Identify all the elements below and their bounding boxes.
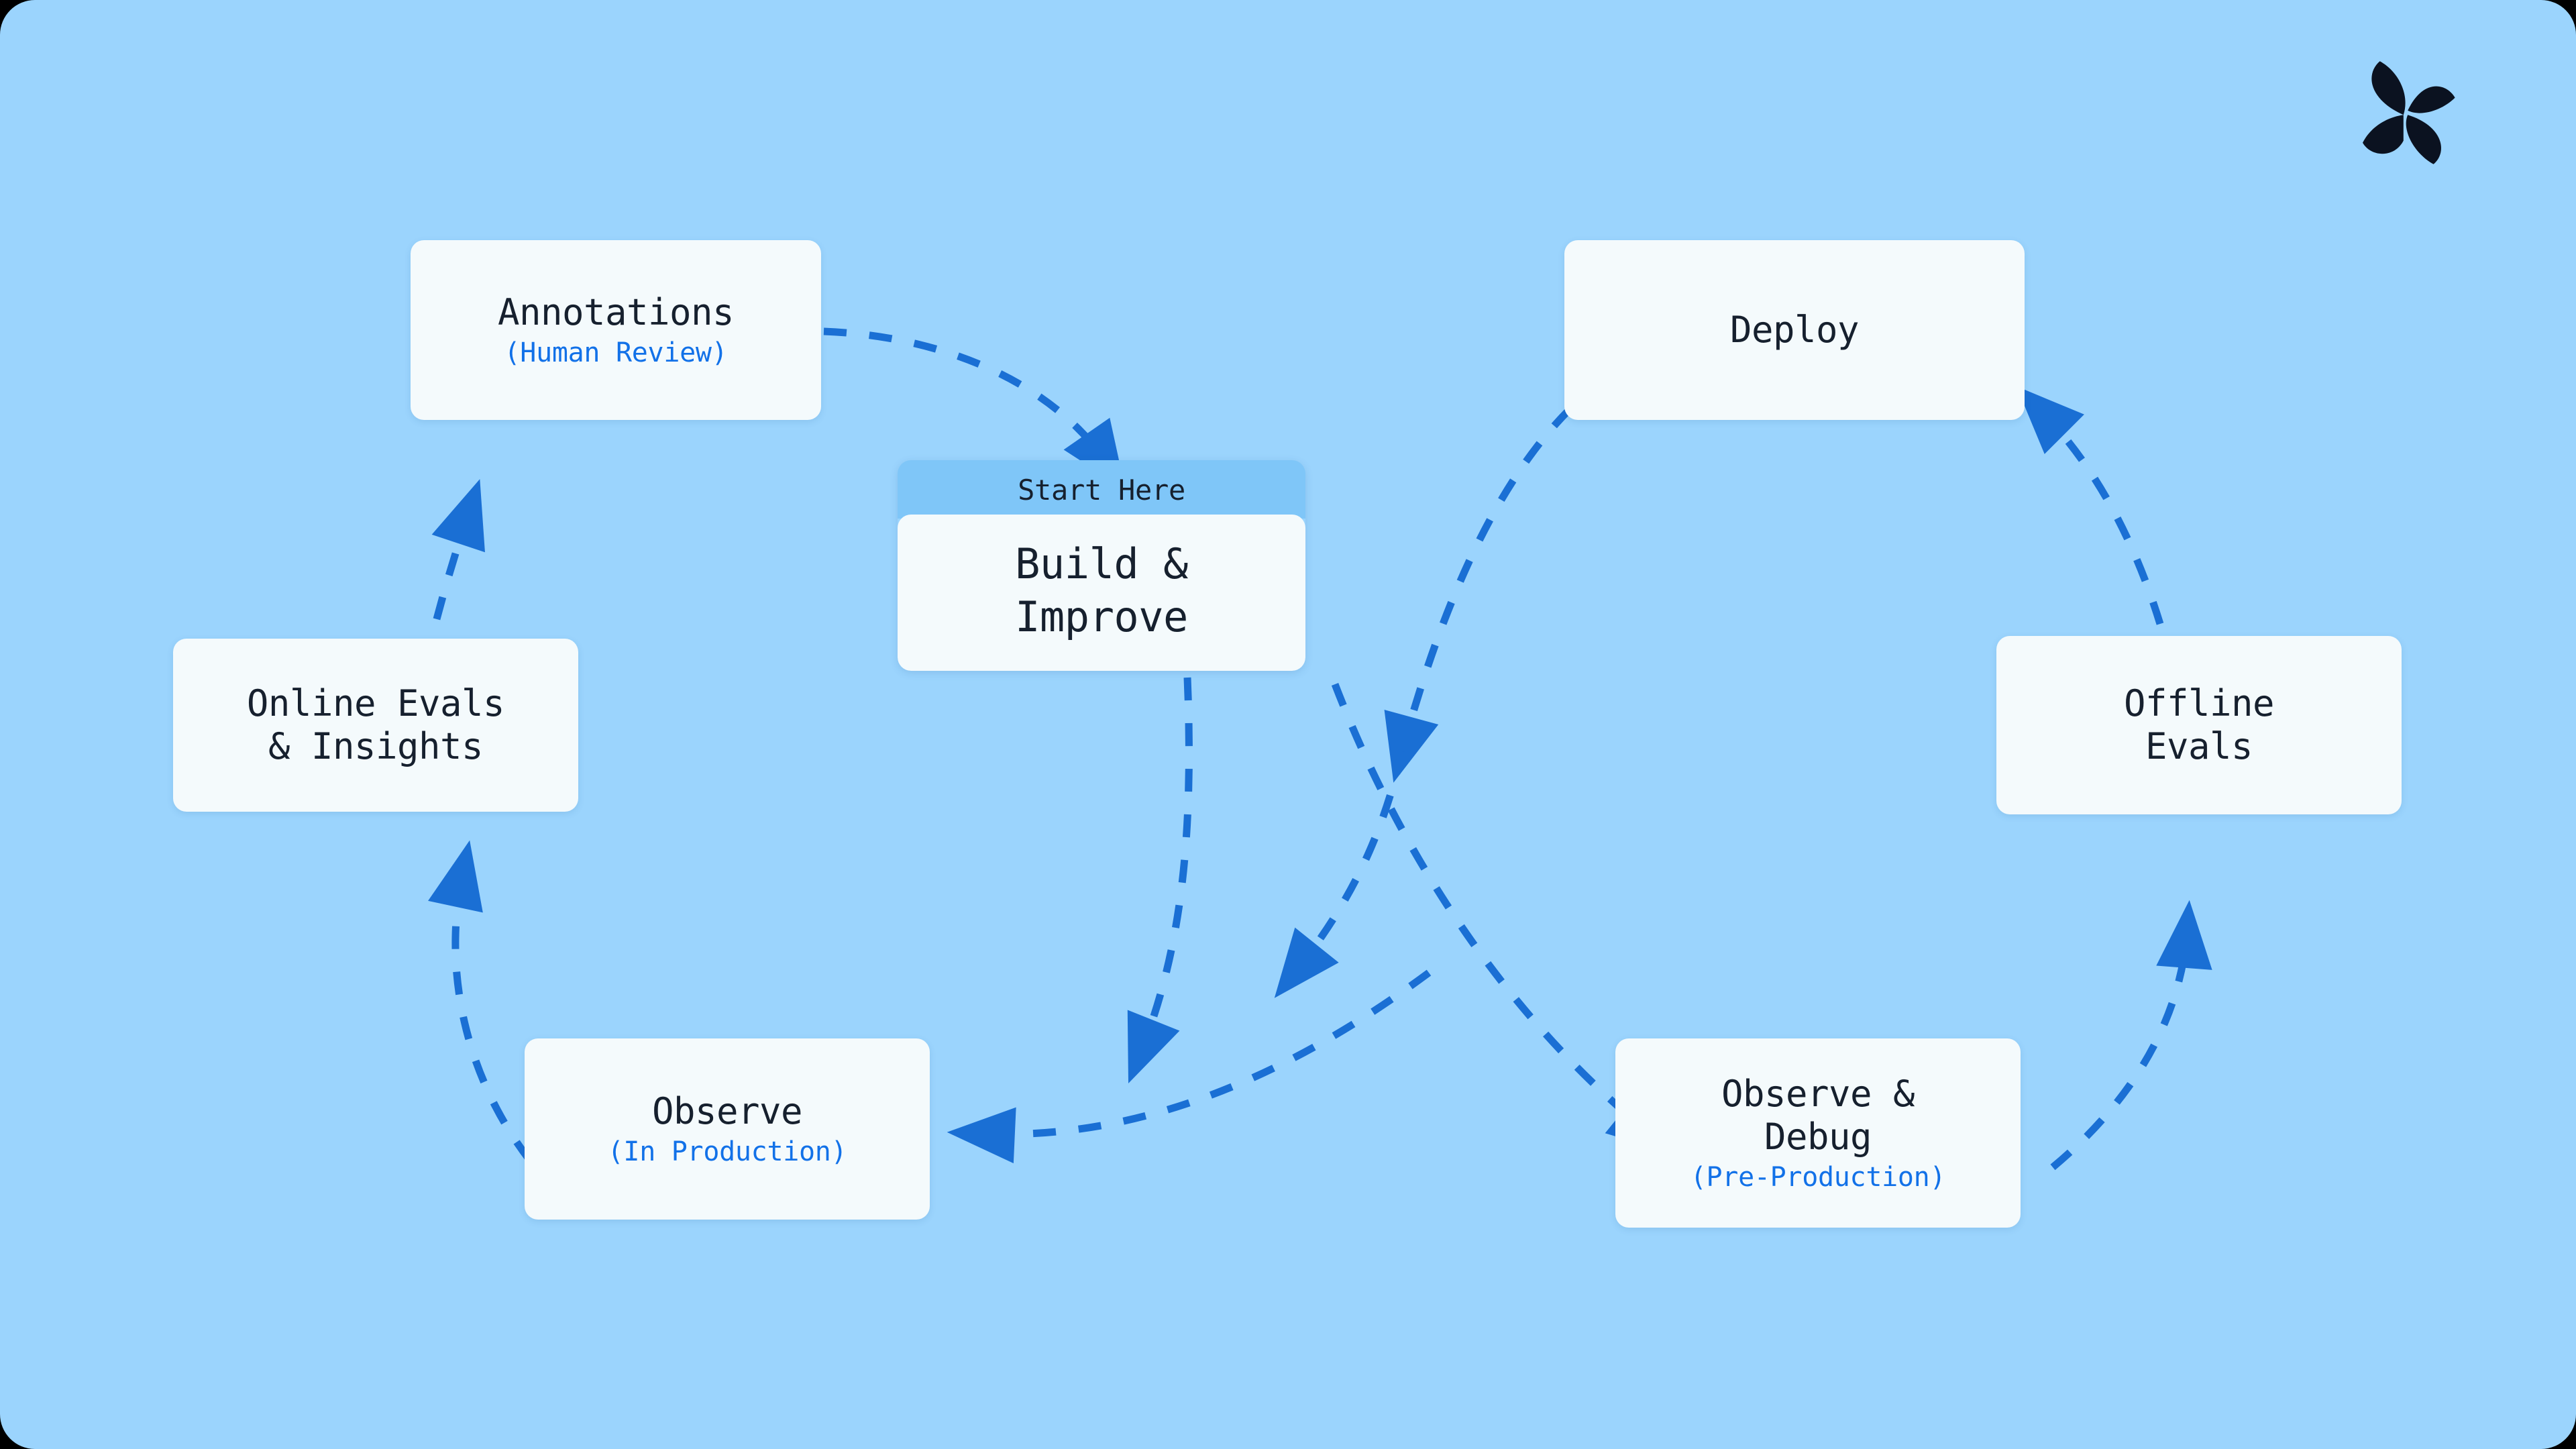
- edge-deploy-loop-to-center: [1274, 750, 1406, 998]
- edge-deploy-to-build: [1384, 407, 1572, 783]
- edge-build-to-observe-debug: [1331, 683, 1676, 1155]
- node-annotations[interactable]: Annotations (Human Review): [411, 240, 821, 420]
- node-annotations-subtitle: (Human Review): [504, 337, 728, 368]
- node-deploy[interactable]: Deploy: [1564, 240, 2025, 420]
- edge-annotations-to-build: [823, 327, 1126, 490]
- edge-observe-debug-to-offline-evals: [2050, 900, 2212, 1171]
- node-online-evals[interactable]: Online Evals & Insights: [173, 639, 578, 812]
- edge-offline-evals-to-deploy: [2016, 386, 2164, 625]
- node-observe-production[interactable]: Observe (In Production): [525, 1038, 930, 1220]
- node-observe-production-subtitle: (In Production): [607, 1136, 847, 1167]
- node-observe-debug-title: Observe & Debug: [1721, 1073, 1915, 1158]
- node-annotations-title: Annotations: [497, 291, 735, 334]
- edge-observe-prod-to-online-evals: [428, 840, 533, 1163]
- node-observe-debug[interactable]: Observe & Debug (Pre-Production): [1615, 1038, 2021, 1228]
- edge-observe-prod-to-build-left: [947, 969, 1432, 1164]
- start-here-badge: Start Here: [898, 460, 1305, 519]
- node-observe-production-title: Observe: [651, 1090, 803, 1133]
- node-offline-evals-title: Offline Evals: [2123, 682, 2275, 767]
- build-improve-body: Build & Improve: [898, 515, 1305, 671]
- node-build-improve-title: Build & Improve: [1015, 539, 1188, 642]
- edge-build-to-observe-prod: [1127, 677, 1193, 1083]
- node-observe-debug-subtitle: (Pre-Production): [1690, 1161, 1946, 1193]
- butterfly-petal-logo: [2363, 61, 2455, 164]
- node-deploy-title: Deploy: [1729, 309, 1860, 352]
- node-online-evals-title: Online Evals & Insights: [246, 682, 505, 767]
- node-offline-evals[interactable]: Offline Evals: [1996, 636, 2402, 814]
- node-build-improve[interactable]: Start Here Build & Improve: [898, 460, 1305, 671]
